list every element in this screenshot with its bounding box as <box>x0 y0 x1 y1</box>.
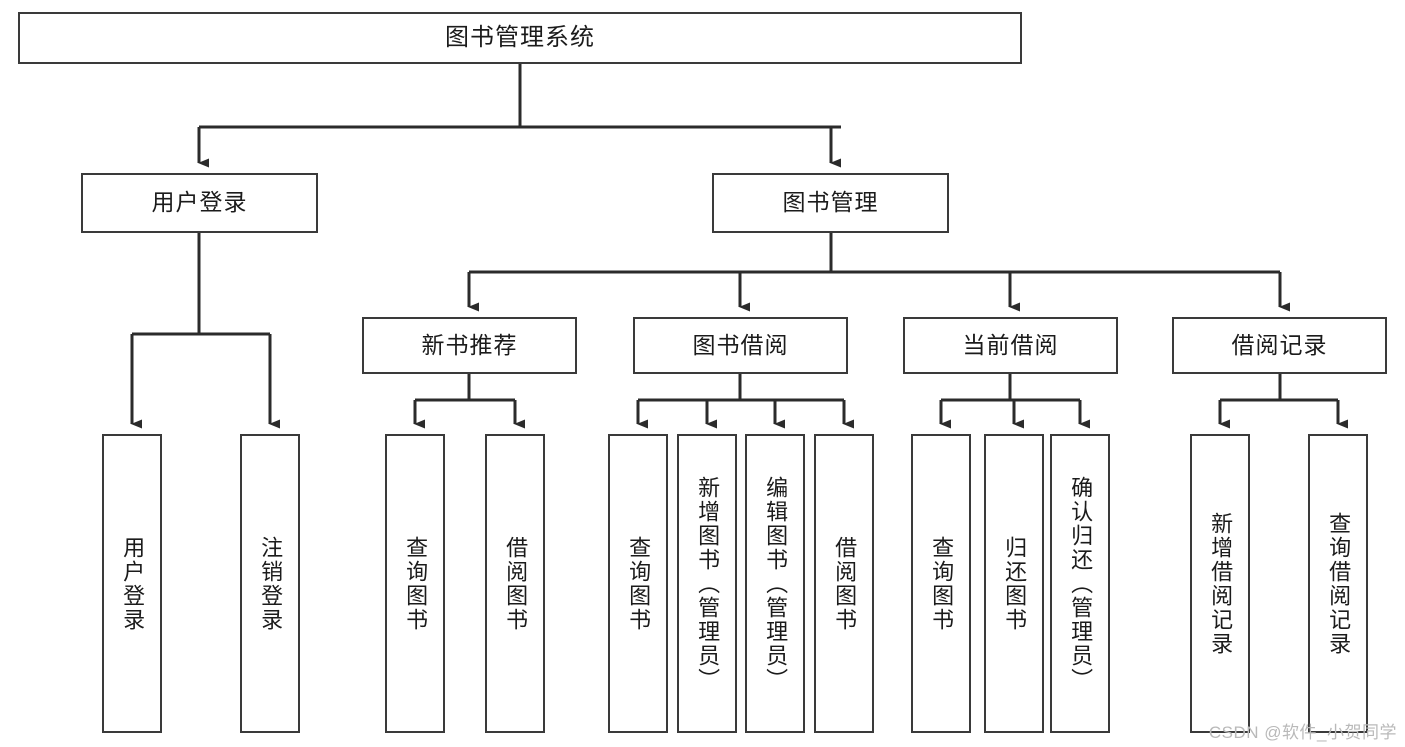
node-label: 编辑图书（管理员） <box>763 475 789 692</box>
csdn-watermark: CSDN @软件_小贺同学 <box>1208 723 1397 742</box>
leaf-user-login[interactable]: 用户登录 <box>102 434 162 733</box>
node-label: 借阅图书 <box>832 535 858 632</box>
node-label: 新书推荐 <box>421 331 518 358</box>
node-label: 新增借阅记录 <box>1208 511 1234 656</box>
node-label: 图书管理系统 <box>445 23 595 51</box>
node-root-book-management-system[interactable]: 图书管理系统 <box>18 12 1022 64</box>
node-label: 新增图书（管理员） <box>695 475 721 692</box>
node-book-management[interactable]: 图书管理 <box>712 173 949 233</box>
leaf-query-book-borrow[interactable]: 查询图书 <box>608 434 668 733</box>
leaf-query-book-current[interactable]: 查询图书 <box>911 434 971 733</box>
leaf-confirm-return-admin[interactable]: 确认归还（管理员） <box>1050 434 1110 733</box>
leaf-logout[interactable]: 注销登录 <box>240 434 300 733</box>
node-label: 确认归还（管理员） <box>1068 475 1094 692</box>
node-label: 查询借阅记录 <box>1326 511 1352 656</box>
node-label: 图书管理 <box>782 189 879 216</box>
leaf-edit-book-admin[interactable]: 编辑图书（管理员） <box>745 434 805 733</box>
node-new-book-recommendation[interactable]: 新书推荐 <box>362 317 577 374</box>
node-book-borrowing[interactable]: 图书借阅 <box>633 317 848 374</box>
node-borrow-records[interactable]: 借阅记录 <box>1172 317 1387 374</box>
node-user-login[interactable]: 用户登录 <box>81 173 318 233</box>
node-label: 用户登录 <box>120 535 146 632</box>
leaf-query-borrow-record[interactable]: 查询借阅记录 <box>1308 434 1368 733</box>
leaf-add-book-admin[interactable]: 新增图书（管理员） <box>677 434 737 733</box>
node-label: 查询图书 <box>403 535 429 632</box>
leaf-query-book-recommend[interactable]: 查询图书 <box>385 434 445 733</box>
leaf-borrow-book[interactable]: 借阅图书 <box>814 434 874 733</box>
node-label: 查询图书 <box>929 535 955 632</box>
node-label: 归还图书 <box>1002 535 1028 632</box>
node-label: 注销登录 <box>258 535 284 632</box>
leaf-add-borrow-record[interactable]: 新增借阅记录 <box>1190 434 1250 733</box>
node-label: 借阅记录 <box>1231 331 1328 358</box>
leaf-borrow-book-recommend[interactable]: 借阅图书 <box>485 434 545 733</box>
node-label: 借阅图书 <box>503 535 529 632</box>
node-label: 查询图书 <box>626 535 652 632</box>
node-current-borrowing[interactable]: 当前借阅 <box>903 317 1118 374</box>
node-label: 用户登录 <box>151 189 248 216</box>
node-label: 图书借阅 <box>692 331 789 358</box>
leaf-return-book[interactable]: 归还图书 <box>984 434 1044 733</box>
node-label: 当前借阅 <box>962 331 1059 358</box>
